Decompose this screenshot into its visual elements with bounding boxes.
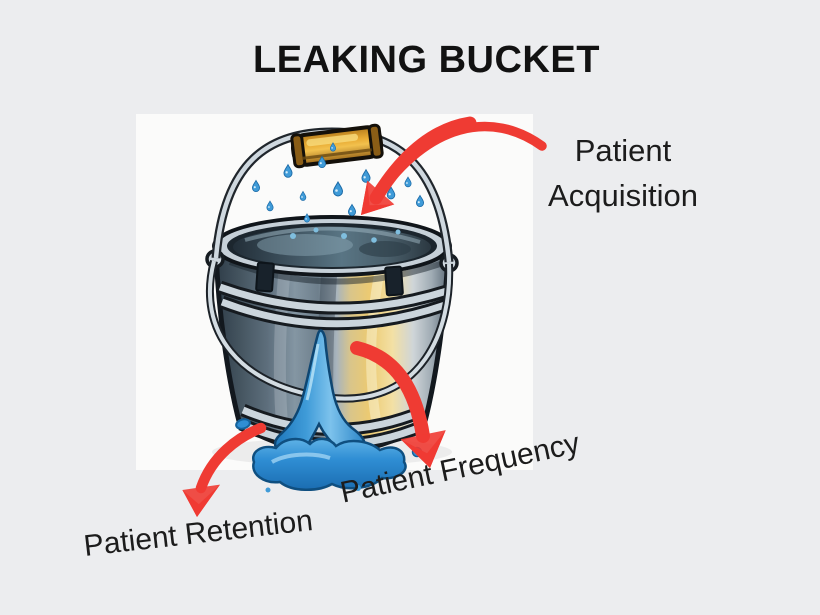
label-patient-acquisition-line2: Acquisition [548, 178, 698, 213]
water-stream [273, 329, 366, 456]
arrow-frequency-icon [350, 341, 446, 468]
label-patient-acquisition-line1: Patient [574, 133, 672, 168]
arrow-retention-icon [182, 422, 267, 517]
bucket-mid-hoops [217, 280, 449, 331]
label-patient-acquisition: Patient Acquisition [527, 128, 719, 218]
water-puddle [251, 437, 407, 491]
page-title: LEAKING BUCKET [253, 39, 600, 81]
bucket-water-surface [233, 226, 431, 267]
water-leak [227, 329, 423, 493]
water-droplets [251, 142, 425, 243]
handle-grip [290, 123, 384, 169]
bucket-tab-right [384, 265, 404, 297]
arrow-acquisition-icon [361, 116, 547, 215]
bucket-tab-left [255, 261, 275, 293]
